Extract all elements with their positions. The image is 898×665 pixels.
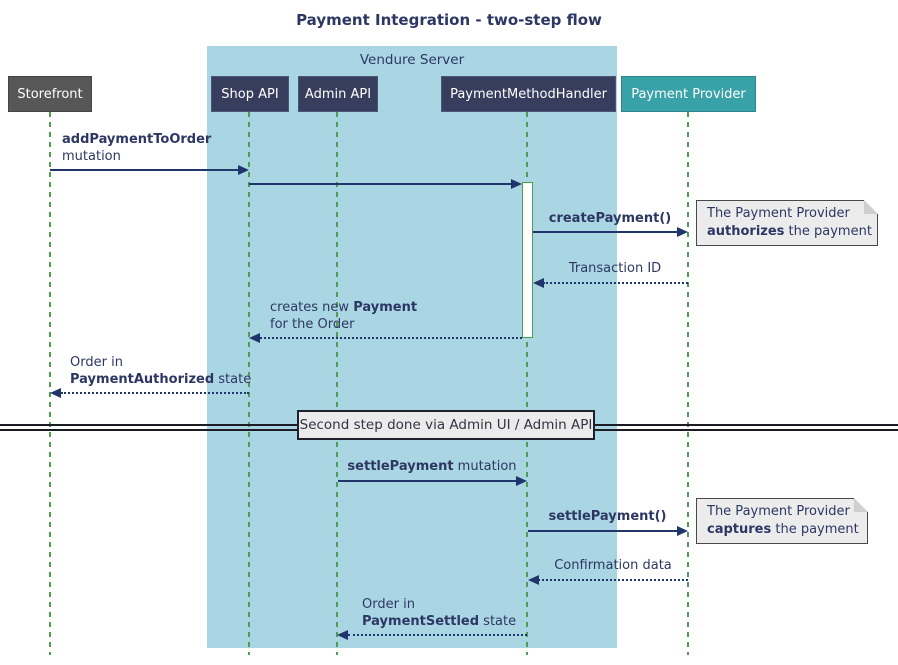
arrow-transaction-id [543, 282, 688, 284]
arrowhead-left-icon [249, 333, 260, 343]
activation-bar [522, 182, 533, 338]
note-authorizes-payment: The Payment Provider authorizes the paym… [696, 200, 878, 246]
arrowhead-left-icon [50, 388, 61, 398]
vendure-server-frame [207, 46, 617, 648]
participant-label: PaymentMethodHandler [450, 86, 607, 102]
participant-payment-method-handler: PaymentMethodHandler [441, 76, 616, 112]
arrow-add-payment-to-order [50, 169, 239, 171]
message-label-order-payment-settled: Order in PaymentSettled state [362, 597, 517, 629]
participant-storefront: Storefront [8, 76, 92, 112]
arrowhead-right-icon [677, 227, 688, 237]
arrow-order-payment-settled [348, 634, 527, 636]
participant-payment-provider: Payment Provider [621, 76, 756, 112]
arrow-order-payment-authorized [61, 392, 249, 394]
arrowhead-left-icon [528, 575, 539, 585]
note-captures-payment: The Payment Provider captures the paymen… [696, 498, 868, 544]
arrowhead-right-icon [516, 476, 527, 486]
arrowhead-left-icon [337, 630, 348, 640]
lifeline-payment-method-handler [526, 112, 528, 655]
message-label-confirmation-data: Confirmation data [554, 558, 672, 573]
message-label-settle-payment-mutation: settlePayment mutation [347, 459, 517, 474]
message-label-transaction-id: Transaction ID [568, 261, 662, 276]
lifeline-storefront [49, 112, 51, 655]
message-label-add-payment-to-order: addPaymentToOrder mutation [62, 132, 212, 164]
participant-label: Storefront [17, 86, 83, 102]
lifeline-shop-api [248, 112, 250, 655]
lifeline-admin-api [336, 112, 338, 655]
lifeline-payment-provider [687, 112, 689, 655]
message-label-order-payment-authorized: Order in PaymentAuthorized state [70, 355, 252, 387]
message-label-settle-payment-call: settlePayment() [548, 509, 667, 524]
message-label-creates-new-payment: creates new Payment for the Order [270, 300, 418, 332]
divider-label: Second step done via Admin UI / Admin AP… [299, 417, 593, 433]
arrow-confirmation-data [538, 579, 688, 581]
arrowhead-left-icon [533, 278, 544, 288]
diagram-title: Payment Integration - two-step flow [296, 11, 602, 29]
arrowhead-right-icon [238, 165, 249, 175]
arrowhead-right-icon [677, 526, 688, 536]
divider-second-step: Second step done via Admin UI / Admin AP… [297, 410, 595, 440]
arrow-shop-api-to-handler [249, 183, 511, 185]
arrowhead-right-icon [511, 179, 522, 189]
arrow-settle-payment-call [528, 530, 677, 532]
participant-label: Payment Provider [631, 86, 746, 102]
participant-admin-api: Admin API [298, 76, 378, 112]
message-label-create-payment: createPayment() [548, 211, 672, 226]
arrow-creates-new-payment [260, 337, 522, 339]
participant-label: Admin API [304, 86, 372, 102]
vendure-server-label: Vendure Server [359, 52, 465, 68]
arrow-settle-payment-mutation [338, 480, 516, 482]
participant-label: Shop API [221, 86, 279, 102]
arrow-create-payment [533, 231, 677, 233]
participant-shop-api: Shop API [211, 76, 289, 112]
